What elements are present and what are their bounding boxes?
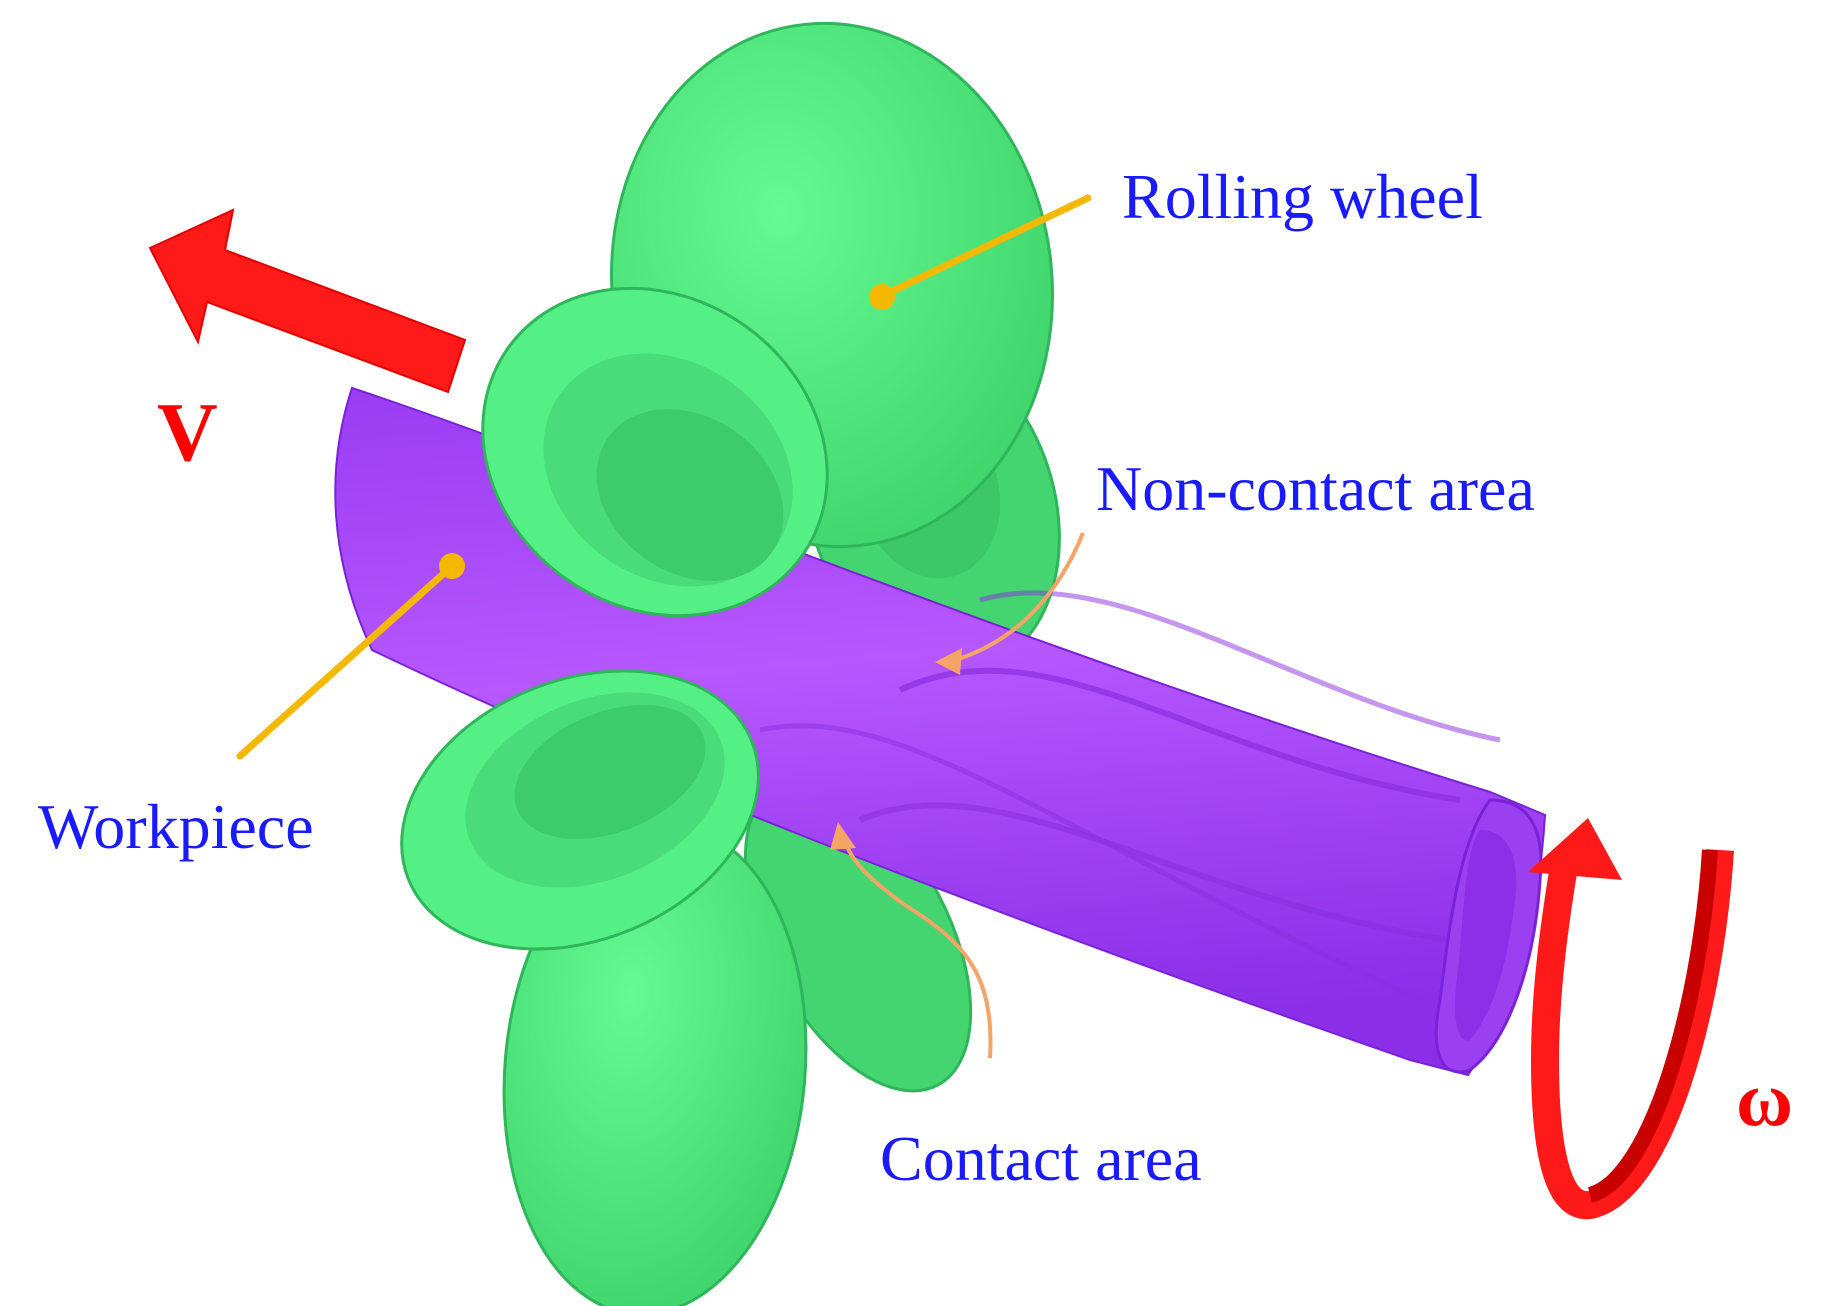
rolling-wheel-label: Rolling wheel [1122,161,1483,232]
workpiece-label: Workpiece [38,791,314,862]
rolling-wheel-front-left [481,286,829,618]
contact-area-arrow [830,822,993,1059]
workpiece-leader [236,553,465,760]
velocity-symbol: V [157,386,218,479]
contact-area-label: Contact area [880,1123,1202,1194]
rotation-arrow [1528,818,1734,1220]
velocity-arrow [148,208,467,394]
non-contact-area-arrow [935,532,1085,675]
non-contact-area-label: Non-contact area [1096,453,1535,524]
rolling-wheel-front-lower [400,669,760,951]
rolling-wheel-leader [869,194,1092,310]
angular-velocity-symbol: ω [1736,1055,1793,1142]
